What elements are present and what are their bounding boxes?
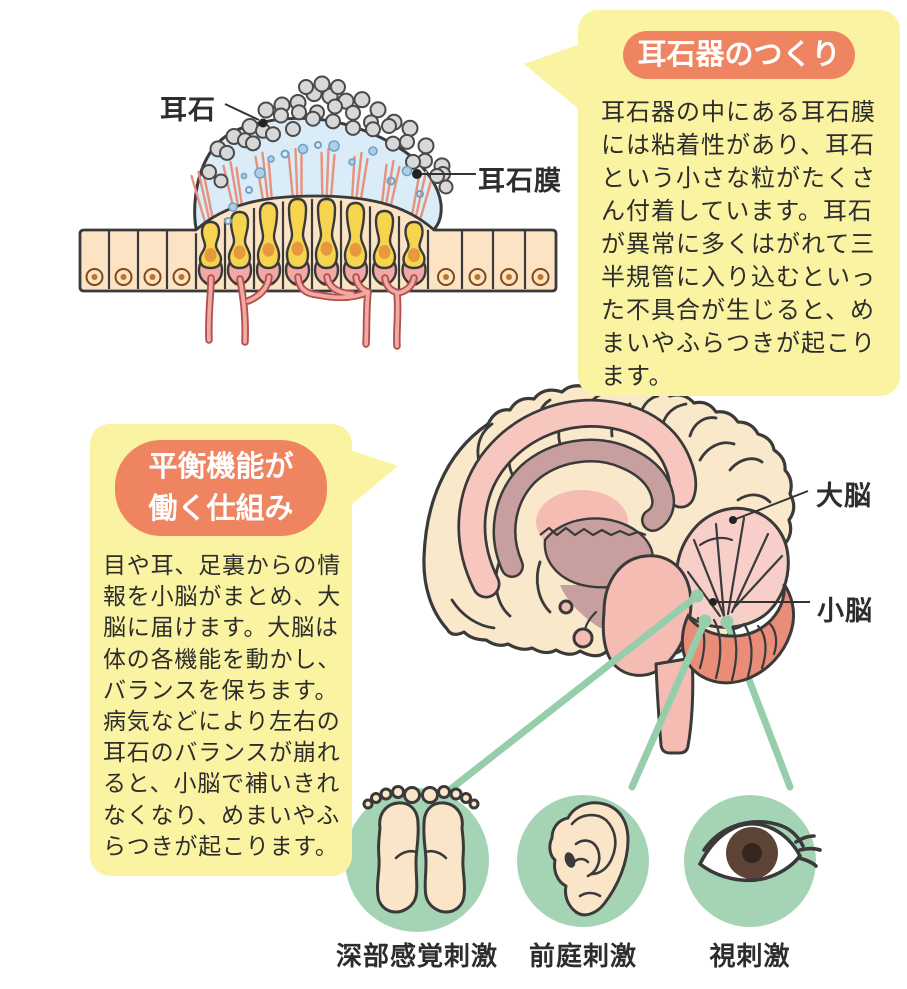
ear-icon	[548, 801, 630, 917]
otolithic-membrane-label: 耳石膜	[478, 166, 562, 196]
mechanism-infobox: 平衡機能が 働く仕組み 目や耳、足裏からの情 報を小脳がまとめ、大 脳に届けます…	[90, 424, 398, 876]
cerebrum-label: 大脳	[816, 481, 872, 511]
caption-vestibular: 前庭刺激	[528, 941, 637, 971]
connector-line-deep-sense	[448, 592, 701, 792]
structure-infobox-tail	[524, 44, 580, 110]
cell-dividers	[107, 199, 527, 289]
cerebellum-shape	[674, 506, 790, 629]
connector-line-vestibular	[628, 617, 709, 791]
caption-deep-sense: 深部感覚刺激	[335, 941, 498, 971]
hippocampus-line	[539, 526, 647, 537]
nerve-fibers	[206, 275, 416, 348]
pituitary-shape	[558, 599, 598, 649]
mechanism-infobox-body: 目や耳、足裏からの情 報を小脳がまとめ、大 脳に届けます。大脳は 体の各機能を動…	[103, 552, 341, 859]
structure-infobox-body: 耳石器の中にある耳石膜 には粘着性があり、耳石 という小さな粒がたくさ ん付着し…	[601, 99, 876, 390]
membrane-bubbles	[224, 140, 424, 225]
brain-illustration	[422, 382, 796, 755]
eye-icon	[698, 820, 822, 883]
cerebrum-leader-line	[729, 490, 809, 524]
mechanism-infobox-title: 平衡機能が 働く仕組み	[115, 440, 327, 536]
hair-cells	[198, 197, 426, 270]
membrane-leader-line	[412, 169, 476, 179]
feet-icon	[362, 785, 480, 914]
mechanism-infobox-tail	[350, 450, 398, 506]
cingulate-band	[457, 398, 698, 599]
otolith-label: 耳石	[160, 95, 216, 125]
structure-infobox-title: 耳石器のつくり	[623, 31, 855, 79]
cerebellum-folia-lines	[686, 516, 784, 618]
otolith-organ-diagram	[78, 75, 558, 350]
caption-visual: 視刺激	[709, 941, 791, 971]
corpus-callosum	[492, 438, 676, 578]
cerebellum-label: 小脳	[817, 596, 873, 626]
connector-lines	[448, 589, 734, 792]
otolith-leader-line	[224, 103, 268, 128]
cerebellum-leader-line	[709, 598, 810, 606]
structure-infobox: 耳石器のつくり 耳石器の中にある耳石膜 には粘着性があり、耳石 という小さな粒が…	[524, 10, 900, 396]
medulla-shape	[654, 656, 695, 755]
